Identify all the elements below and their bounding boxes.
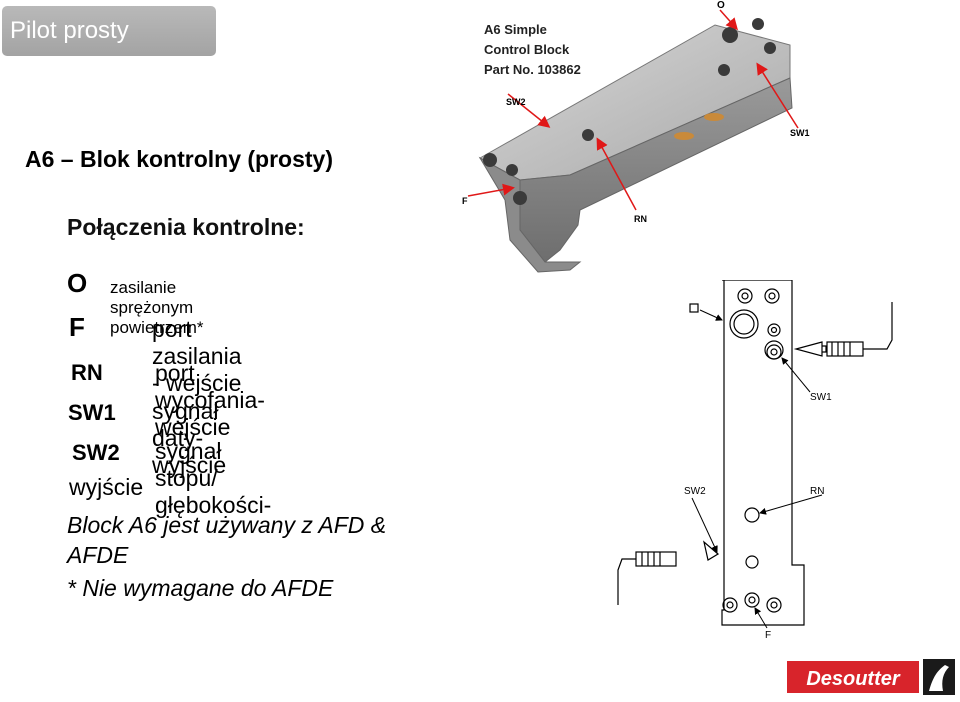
- section-badge: Pilot prosty: [2, 6, 216, 56]
- control-block-photo: A6 Simple Control Block Part No. 103862 …: [460, 0, 820, 280]
- note-line-1: Block A6 jest używany z AFD &: [67, 512, 387, 538]
- note-line-3: * Nie wymagane do AFDE: [67, 575, 334, 601]
- legend-desc-f: port zasilania - wejście: [152, 316, 242, 396]
- page-title: A6 – Blok kontrolny (prosty): [25, 146, 333, 172]
- photo-caption-2: Control Block: [484, 42, 570, 57]
- legend-desc-sw2: sygnał stopu/ głębokości-: [155, 438, 272, 518]
- horse-head-icon: [929, 665, 949, 691]
- photo-label-o: O: [717, 0, 725, 11]
- desoutter-logo-svg: Desoutter: [787, 659, 955, 695]
- legend-abbr-o: O: [67, 268, 88, 298]
- note-line-2: AFDE: [67, 542, 129, 568]
- legend-abbr-sw2: SW2: [72, 440, 120, 465]
- control-block-photo-svg: [467, 9, 799, 273]
- legend-abbr-sw1: SW1: [68, 400, 116, 425]
- control-block-drawing-svg: [617, 279, 893, 629]
- drawing-label-sw1: SW1: [810, 392, 832, 403]
- photo-caption-3: Part No. 103862: [484, 62, 581, 77]
- legend-abbr-rn: RN: [71, 360, 103, 385]
- legend-abbr-f: F: [69, 312, 85, 342]
- photo-label-f: F: [462, 196, 468, 206]
- drawing-label-sw2: SW2: [684, 486, 706, 497]
- photo-label-sw1: SW1: [790, 128, 810, 138]
- legend-desc-sw1: sygnał daty- wyjście: [152, 398, 227, 478]
- photo-label-sw2: SW2: [506, 97, 526, 107]
- logo-wordmark: Desoutter: [806, 668, 901, 690]
- drawing-label-rn: RN: [810, 486, 825, 497]
- section-subtitle: Połączenia kontrolne:: [67, 214, 305, 240]
- legend-desc-sw2-wrap: wyjście: [69, 474, 144, 500]
- drawing-label-f: F: [765, 630, 772, 641]
- photo-caption-1: A6 Simple: [484, 22, 547, 37]
- photo-label-rn: RN: [634, 214, 647, 224]
- desoutter-logo: Desoutter: [787, 657, 957, 697]
- legend-desc-rn: port wycofania- wejście: [155, 360, 265, 440]
- legend-desc-o: zasilanie sprężonym powietrzem*: [110, 278, 204, 337]
- control-block-drawing: SW1 SW2 RN F: [612, 279, 902, 650]
